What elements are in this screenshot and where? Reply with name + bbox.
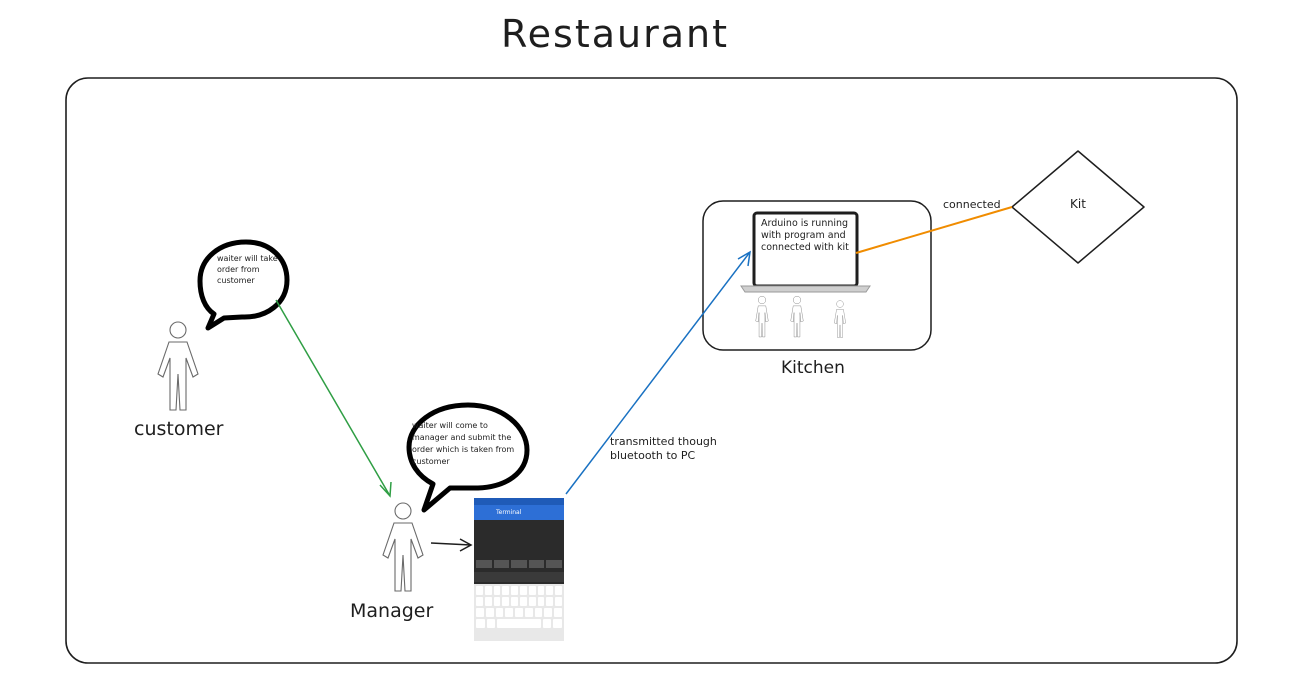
connection-laptop-to-kit (855, 206, 1013, 254)
kit-label: Kit (1070, 197, 1086, 211)
customer-figure (157, 321, 199, 411)
customer-label: customer (134, 418, 224, 440)
customer-bubble-text: waiter will take order from customer (217, 254, 278, 285)
diagram-title: Restaurant (500, 12, 730, 56)
restaurant-frame (65, 77, 1238, 664)
laptop-screen-text: Arduino is running with program and conn… (761, 218, 849, 253)
speech-bubble-manager (406, 402, 530, 513)
kitchen-label: Kitchen (781, 358, 845, 378)
phone-status-bar (474, 498, 564, 505)
phone-keyboard (474, 584, 564, 641)
manager-figure (382, 502, 424, 592)
manager-bubble-text: waiter will come to manager and submit t… (412, 421, 515, 466)
kitchen-staff-figures (755, 296, 846, 338)
phone-terminal-screenshot: Terminal (474, 498, 564, 641)
phone-input-field (474, 572, 564, 582)
transmit-label: transmitted though bluetooth to PC (610, 435, 717, 462)
kit-diamond (1011, 150, 1145, 264)
laptop-icon (740, 211, 871, 293)
arrow-customer-to-manager (275, 299, 392, 498)
arrow-phone-to-laptop (565, 250, 751, 495)
speech-bubble-customer (197, 239, 290, 331)
phone-macro-buttons (474, 560, 564, 568)
connected-label: connected (943, 198, 1001, 211)
arrow-manager-to-phone (430, 538, 473, 552)
phone-app-title: Terminal (474, 505, 564, 520)
manager-label: Manager (350, 600, 434, 622)
kitchen-box (702, 200, 932, 351)
